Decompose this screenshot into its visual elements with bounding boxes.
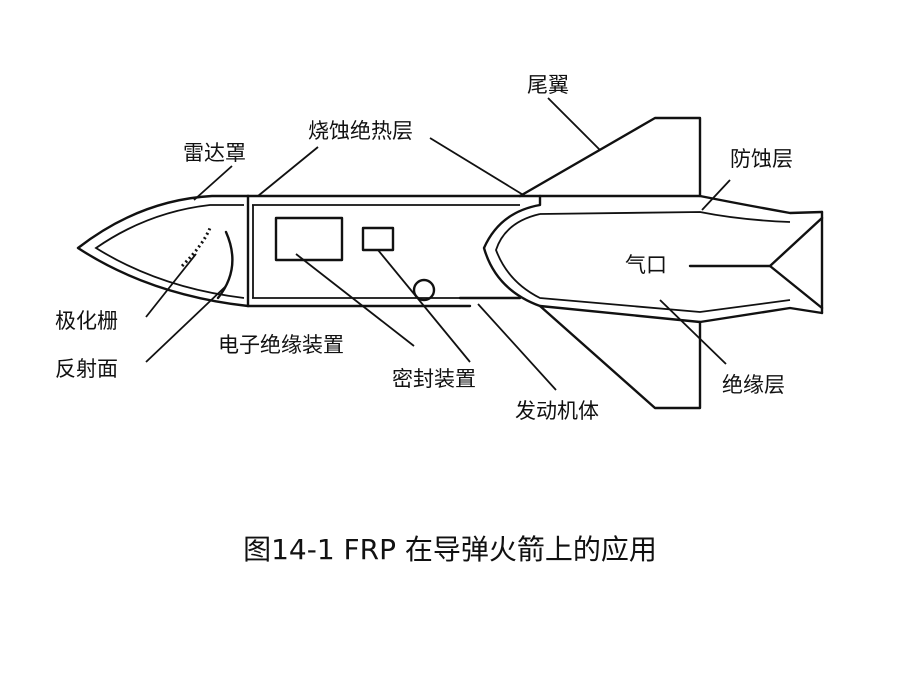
figure-caption: 图14-1 FRP 在导弹火箭上的应用 [243, 533, 657, 566]
tail-fin-bottom [538, 304, 702, 410]
label-radome: 雷达罩 [183, 141, 246, 165]
engine-casing-top [538, 194, 824, 215]
leader-tail [547, 97, 601, 151]
polarization-grid [180, 227, 212, 268]
nozzle-cone [768, 216, 824, 310]
leader-electronic [295, 253, 415, 347]
engine-casing-inner [495, 213, 791, 313]
electronic-insulation-device-box [274, 216, 344, 262]
label-insulation-layer: 绝缘层 [722, 373, 785, 397]
tail-fin-top [518, 116, 702, 198]
leader-sealing [377, 249, 471, 363]
radome-inner [94, 204, 245, 299]
leader-ablative [257, 146, 319, 197]
radome-outer [76, 194, 250, 308]
leader-radome [193, 165, 233, 201]
label-tail-fin: 尾翼 [527, 73, 569, 97]
label-anti-corrosion-layer: 防蚀层 [730, 147, 793, 171]
leader-anticorrosion [701, 179, 731, 211]
leader-reflector [145, 285, 227, 363]
label-sealing-device: 密封装置 [392, 367, 476, 391]
label-reflector: 反射面 [55, 357, 118, 381]
label-ablative-insulation: 烧蚀绝热层 [308, 119, 413, 143]
label-gas-port: 气口 [625, 253, 667, 277]
reflector [216, 230, 234, 300]
leader-polarization [145, 253, 197, 318]
label-polarization-grid: 极化栅 [55, 309, 118, 333]
label-engine-body: 发动机体 [515, 399, 599, 423]
leader-ablative-2 [429, 137, 526, 197]
sealing-ring [412, 278, 436, 302]
leader-engine [477, 303, 557, 391]
sealing-device-box [361, 226, 395, 252]
label-electronic-insulation-device: 电子绝缘装置 [218, 333, 344, 357]
engine-casing-top-inner [539, 211, 791, 223]
engine-casing-outer [482, 194, 824, 324]
leader-insulation [659, 299, 727, 365]
